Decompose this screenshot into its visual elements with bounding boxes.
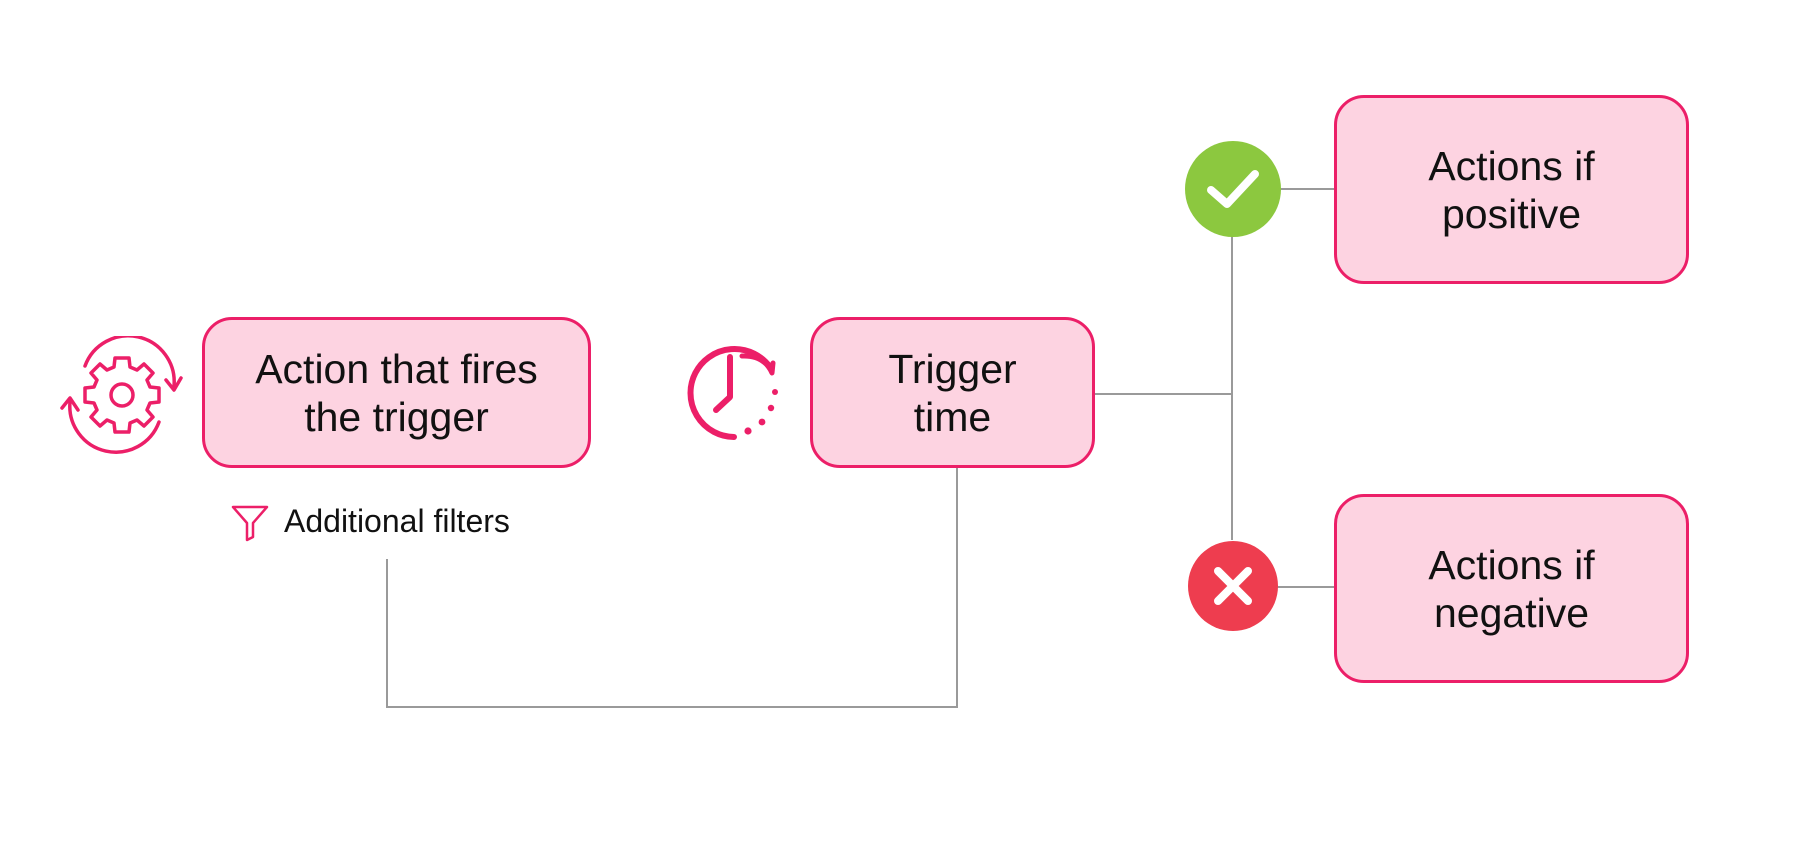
node-actions-if-negative: Actions if negative	[1334, 494, 1689, 683]
node-trigger-time-line2: time	[913, 393, 992, 440]
cross-icon	[1188, 541, 1278, 631]
connector-filters-to-trigger	[386, 466, 958, 708]
node-action-fires-trigger: Action that fires the trigger	[202, 317, 591, 468]
node-trigger-time-line1: Trigger	[888, 345, 1017, 392]
node-actions-if-positive-line2: positive	[1441, 190, 1581, 237]
node-trigger-time: Trigger time	[810, 317, 1095, 468]
node-actions-if-negative-line1: Actions if	[1428, 541, 1595, 588]
node-actions-if-positive-line1: Actions if	[1428, 142, 1595, 189]
checkmark-icon	[1185, 141, 1281, 237]
additional-filters-label: Additional filters	[284, 503, 510, 539]
node-action-fires-trigger-line2: the trigger	[304, 393, 489, 440]
process-gear-icon	[60, 336, 183, 454]
clock-timer-icon	[687, 346, 778, 440]
node-action-fires-trigger-line1: Action that fires	[255, 345, 538, 392]
node-actions-if-negative-line2: negative	[1433, 589, 1589, 636]
node-actions-if-positive: Actions if positive	[1334, 95, 1689, 284]
filter-funnel-icon	[231, 505, 269, 542]
